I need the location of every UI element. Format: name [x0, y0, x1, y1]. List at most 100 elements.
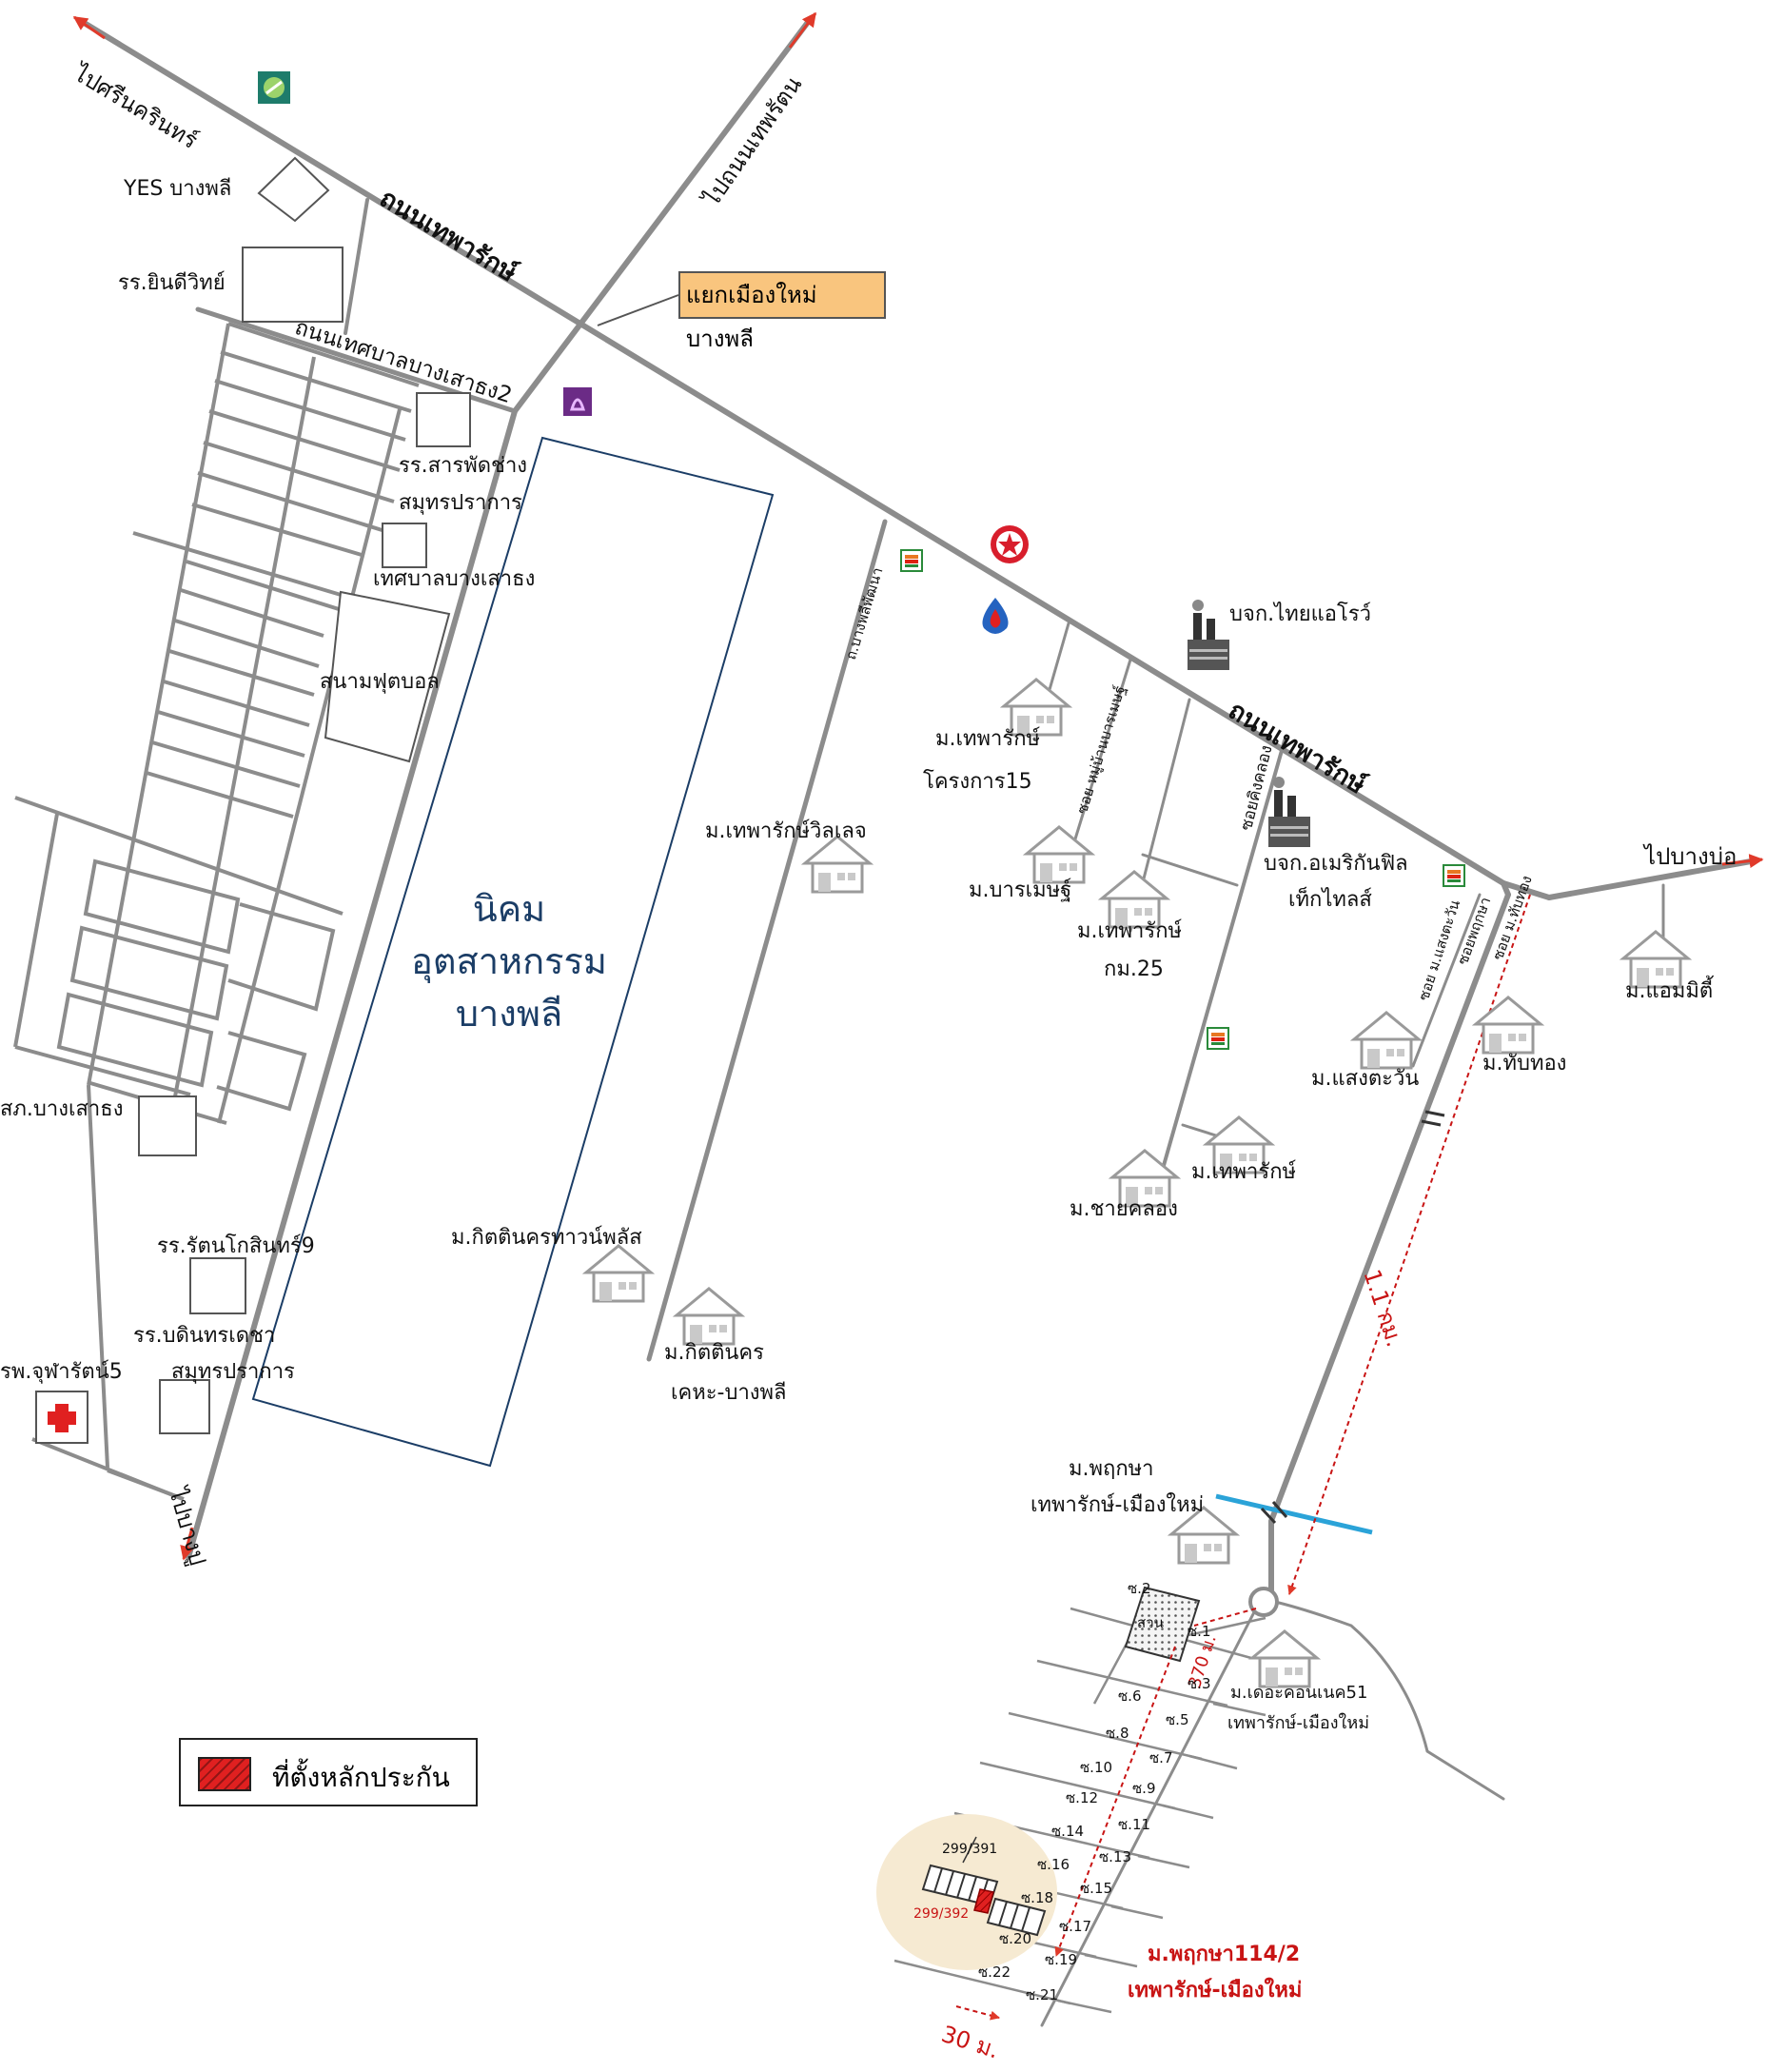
label-bodin-school-2: สมุทรปราการ [171, 1360, 295, 1384]
soi-18: ซ.18 [1021, 1889, 1054, 1906]
caltex-icon [991, 525, 1029, 563]
label-american-1: บจก.อเมริกันฟิล [1264, 852, 1408, 876]
house-icon [1352, 1011, 1421, 1070]
label-bodin-school-1: รร.บดินทรเดชา [133, 1324, 276, 1348]
soi-5: ซ.5 [1166, 1711, 1189, 1728]
soi-21: ซ.21 [1026, 1986, 1059, 2003]
label-hospital: รพ.จุฬารัตน์5 [0, 1360, 123, 1384]
label-village-thepharak-25-2: กม.25 [1104, 957, 1164, 981]
map-legend: ที่ตั้งหลักประกัน [179, 1738, 478, 1806]
estate-label-2: อุตสาหกรรม [411, 940, 607, 982]
collateral-lots [921, 1864, 1047, 1937]
stadium-outline [324, 590, 451, 763]
soi-16: ซ.16 [1037, 1856, 1070, 1873]
label-rattana-school: รร.รัตนโกสินทร์9 [157, 1234, 315, 1258]
label-village-phruksa-2: เทพารักษ์-เมืองใหม่ [1031, 1493, 1205, 1517]
seven-eleven-icon [1207, 1027, 1229, 1050]
label-municipality: เทศบาลบางเสาธง [373, 567, 536, 591]
label-village-saeng-tawan: ม.แสงตะวัน [1311, 1067, 1420, 1091]
soi-7: ซ.7 [1149, 1749, 1173, 1766]
label-saraphat-school-1: รร.สารพัดช่าง [399, 454, 528, 478]
saraphat-school-building [416, 392, 471, 447]
label-thai-arrow: บจก.ไทยแอโรว์ [1229, 602, 1372, 626]
label-village-thepharak: ม.เทพารักษ์ [1191, 1160, 1297, 1184]
bangchak-icon [258, 71, 290, 104]
soi-1: ซ.1 [1188, 1623, 1211, 1640]
label-village-connect-2: เทพารักษ์-เมืองใหม่ [1227, 1713, 1370, 1733]
south-spine-road [1040, 1607, 1258, 2027]
seven-eleven-icon [1443, 864, 1465, 887]
label-yes-bangphli: YES บางพลี [124, 177, 232, 201]
bodin-school-building [159, 1379, 210, 1434]
label-stadium: สนามฟุตบอล [320, 670, 440, 694]
ptt-icon [982, 598, 1009, 634]
house-icon [803, 835, 872, 894]
seven-eleven-icon [900, 549, 923, 572]
house-icon [1250, 1629, 1319, 1688]
soi-3: ซ.3 [1188, 1675, 1211, 1692]
soi-9: ซ.9 [1132, 1780, 1156, 1797]
canal [1215, 1493, 1373, 1535]
label-saraphat-school-2: สมุทรปราการ [399, 491, 522, 515]
soi-15: ซ.15 [1080, 1880, 1113, 1897]
label-village-thepharak-15-1: ม.เทพารักษ์ [935, 727, 1041, 751]
label-village-kittinakorn-town: ม.กิตตินครทาวน์พลัส [451, 1226, 642, 1250]
label-village-connect-1: ม.เดอะคอนเนค51 [1230, 1683, 1368, 1703]
factory-icon [1188, 600, 1229, 670]
kasikorn-icon [563, 387, 592, 416]
estate-label-1: นิคม [472, 888, 546, 930]
label-police: สภ.บางเสาธง [0, 1097, 124, 1121]
label-village-chai-khlong: ม.ชายคลอง [1070, 1197, 1178, 1221]
soi-22: ซ.22 [978, 1963, 1011, 1981]
thepharak-road-upper [78, 18, 1506, 886]
house-icon [1025, 825, 1093, 884]
junction-callout: แยกเมืองใหม่บางพลี [678, 271, 886, 352]
roundabout [1248, 1587, 1279, 1617]
label-yindee-school: รร.ยินดีวิทย์ [118, 271, 226, 295]
soi-phruksa-road [1268, 892, 1511, 1604]
soi-8: ซ.8 [1106, 1725, 1129, 1742]
soi-17: ซ.17 [1059, 1918, 1092, 1935]
house-icon [675, 1287, 743, 1346]
collateral-plot [973, 1888, 994, 1914]
police-building [138, 1095, 197, 1156]
residential-grid [13, 322, 420, 1501]
house-icon [584, 1244, 653, 1303]
estate-label-3: บางพลี [455, 993, 563, 1035]
direction-arrows [72, 11, 1764, 1561]
road-to-bang-bo [1546, 858, 1754, 900]
soi-6: ซ.6 [1118, 1687, 1142, 1705]
industrial-estate-outline [251, 436, 775, 1468]
label-american-2: เท็กไทลส์ [1288, 888, 1372, 912]
park-label: สวน [1137, 1614, 1164, 1631]
label-village-emmy: ม.แอมมิตี้ [1625, 979, 1714, 1003]
municipality-building [382, 523, 427, 568]
label-village-thepharak-15-2: โครงการ15 [923, 770, 1032, 794]
label-village-kittinakorn-1: ม.กิตตินคร [664, 1341, 764, 1365]
label-village-phruksa-1: ม.พฤกษา [1069, 1457, 1154, 1481]
park-area [1124, 1586, 1201, 1663]
soi-13: ซ.13 [1099, 1848, 1132, 1865]
road-to-thepharat [512, 18, 812, 414]
soi-11: ซ.11 [1118, 1816, 1151, 1833]
label-village-thepharak-village: ม.เทพารักษ์วิลเลจ [705, 819, 867, 843]
soi-20: ซ.20 [999, 1930, 1032, 1947]
yes-bangphli-building [257, 156, 330, 223]
soi-12: ซ.12 [1066, 1789, 1099, 1806]
road-break-mark [1421, 1110, 1445, 1127]
hospital-cross-icon [35, 1391, 88, 1444]
soi-2: ซ.2 [1128, 1580, 1151, 1597]
direction-to-bang-bo: ไปบางบ่อ [1644, 843, 1738, 870]
bangphli-phatthana-road [646, 519, 888, 1362]
road-to-bang-pu [186, 408, 518, 1560]
lot-number-a: 299/391 [942, 1842, 998, 1857]
house-icon [1474, 996, 1542, 1055]
callout-pointer [597, 294, 679, 326]
soi-10: ซ.10 [1080, 1759, 1113, 1776]
rattana-school-building [189, 1257, 246, 1314]
label-village-phruksa114-1: ม.พฤกษา114/2 [1148, 1943, 1301, 1966]
label-village-thap-thong: ม.ทับทอง [1482, 1052, 1567, 1075]
label-village-kittinakorn-2: เคหะ-บางพลี [671, 1381, 787, 1405]
collateral-swatch [198, 1757, 251, 1791]
